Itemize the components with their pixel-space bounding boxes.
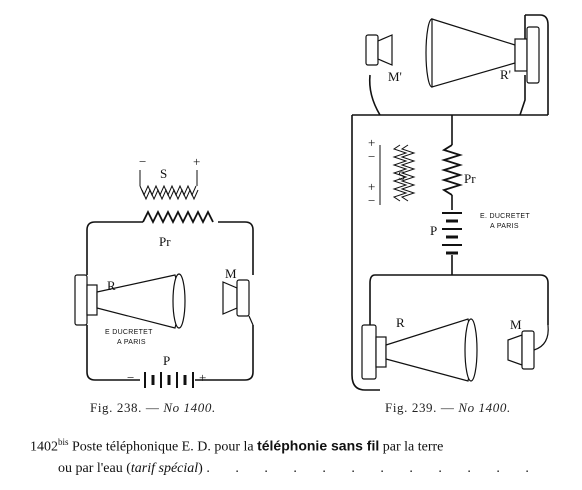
label-s-239: S <box>398 168 405 183</box>
label-m-prime: M' <box>388 69 402 84</box>
entry-line-1: 1402bis Poste téléphonique E. D. pour la… <box>30 432 575 458</box>
entry-text-a: Poste téléphonique E. D. pour la <box>72 439 254 455</box>
maker-239-line-2: A PARIS <box>490 223 519 230</box>
figure-238-circuit-diagram: S − + Pr R E DUCRETET A PARIS M P − + <box>74 154 254 388</box>
microphone-m-239 <box>507 324 549 370</box>
receiver-r <box>74 273 186 329</box>
microphone-m-prime <box>365 34 393 66</box>
entry-line2-b: ) <box>198 460 203 476</box>
label-r: R <box>107 278 116 293</box>
caption-fig-239: Fig. 239. — No 1400. <box>385 400 511 416</box>
caption-239-prefix: Fig. 239. <box>385 400 437 415</box>
label-minus-top: − <box>139 154 146 169</box>
catalog-entry-1402bis: 1402bis Poste téléphonique E. D. pour la… <box>30 432 575 479</box>
microphone-m <box>222 279 254 326</box>
label-m: M <box>225 266 237 281</box>
maker-line-1: E DUCRETET <box>105 329 153 336</box>
battery-p <box>144 372 194 388</box>
receiver-r-239 <box>361 318 478 382</box>
label-minus-1: − <box>368 149 375 164</box>
caption-238-number: No 1400. <box>163 400 216 415</box>
label-plus-batt: + <box>199 370 206 385</box>
caption-238-prefix: Fig. 238. <box>90 400 142 415</box>
maker-line-2: A PARIS <box>117 339 146 346</box>
maker-239-line-1: E. DUCRETET <box>480 213 530 220</box>
label-plus-2: + <box>368 179 375 194</box>
entry-line-2: ou par l'eau (tarif spécial) . . . . . .… <box>30 458 575 479</box>
entry-tarif: tarif spécial <box>130 460 199 476</box>
circuit-wire-239 <box>351 14 549 391</box>
caption-239-dash: — <box>440 400 455 415</box>
label-r-prime: R' <box>500 67 511 82</box>
label-minus-2: − <box>368 193 375 208</box>
label-plus-top: + <box>193 154 200 169</box>
entry-dot-leader: . . . . . . . . . . . . <box>206 460 540 476</box>
entry-number: 1402 <box>30 439 58 455</box>
label-m-239: M <box>510 317 522 332</box>
battery-p-239 <box>442 195 462 255</box>
entry-text-b: par la terre <box>382 439 444 455</box>
caption-238-dash: — <box>145 400 160 415</box>
label-pr-239: Pr <box>464 171 476 186</box>
label-s: S <box>160 166 167 181</box>
entry-superscript: bis <box>58 437 69 447</box>
label-minus-batt: − <box>127 370 134 385</box>
entry-bold-text: téléphonie sans fil <box>257 437 380 454</box>
label-r-239: R <box>396 315 405 330</box>
primary-coil-pr-239 <box>440 144 464 196</box>
figure-239-circuit-diagram: M' R' + − + − S Pr P E. DUCRETET A PARIS… <box>351 14 549 391</box>
entry-line2-a: ou par l'eau ( <box>58 460 131 476</box>
caption-fig-238: Fig. 238. — No 1400. <box>90 400 216 416</box>
secondary-coil-s <box>139 170 199 201</box>
circuit-wire <box>86 221 254 381</box>
secondary-coil-s-239 <box>379 144 416 205</box>
label-pr: Pr <box>159 234 171 249</box>
receiver-r-prime <box>425 18 540 88</box>
caption-239-number: No 1400. <box>458 400 511 415</box>
label-p: P <box>163 353 170 368</box>
primary-coil-pr <box>142 209 214 225</box>
label-plus-1: + <box>368 135 375 150</box>
label-p-239: P <box>430 223 437 238</box>
